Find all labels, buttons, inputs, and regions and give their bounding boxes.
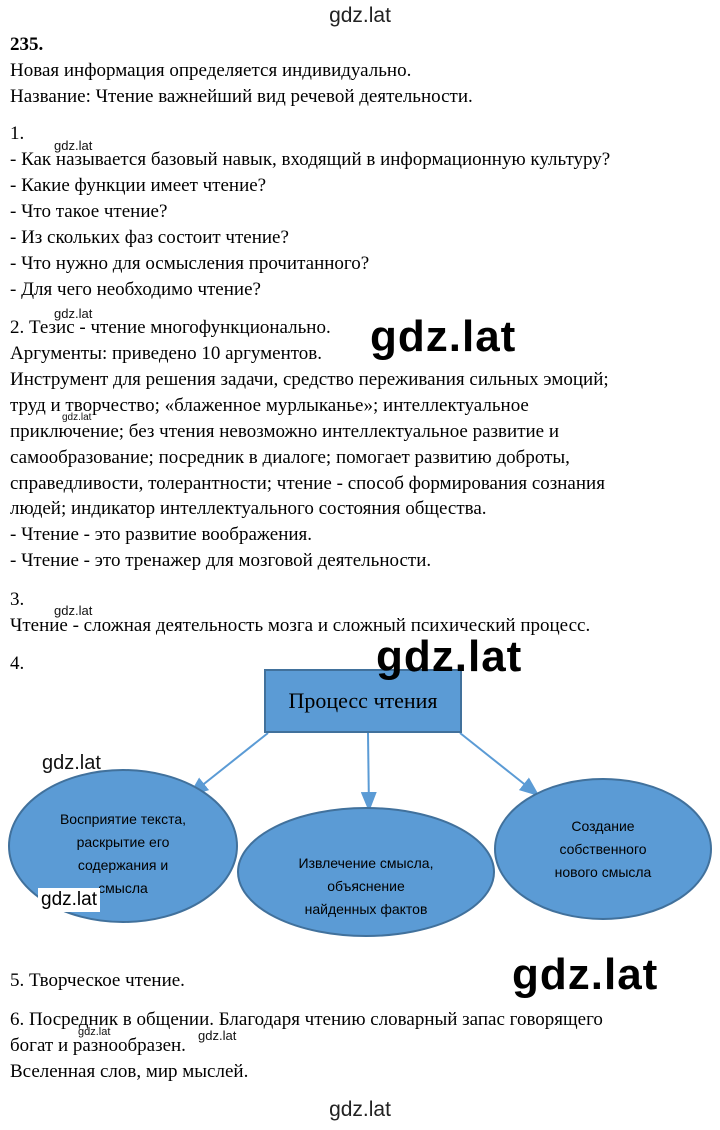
text-line: Название: Чтение важнейший вид речевой д… (10, 86, 473, 107)
text-line: Аргументы: приведено 10 аргументов. (10, 343, 323, 364)
node-right-ellipse (494, 778, 712, 920)
node-middle-line: найденных фактов (304, 901, 428, 917)
text-line: людей; индикатор интеллектуального состо… (10, 498, 487, 519)
node-middle-line: Извлечение смысла, (298, 855, 434, 871)
node-left-ellipse (8, 769, 238, 923)
watermark-medium: gdz.lat (42, 752, 101, 774)
text-line: Новая информация определяется индивидуал… (10, 60, 412, 81)
watermark-label: gdz.lat (38, 888, 100, 912)
watermark-bottom: gdz.lat (329, 1098, 391, 1121)
node-right-line: собственного (559, 841, 647, 857)
section-number: 4. (10, 653, 25, 674)
text-line: 2. Тезис - чтение многофункционально. (10, 317, 331, 338)
question-item: - Что такое чтение? (10, 201, 168, 222)
watermark-large: gdz.lat (370, 312, 517, 361)
node-middle-ellipse (237, 807, 495, 937)
text-line: богат и разнообразен. (10, 1035, 186, 1056)
text-line: самообразование; посредник в диалоге; по… (10, 447, 570, 468)
arrow-right (459, 732, 540, 797)
question-item: - Как называется базовый навык, входящий… (10, 149, 611, 170)
watermark-large: gdz.lat (376, 632, 523, 681)
question-item: - Какие функции имеет чтение? (10, 175, 267, 196)
node-right: Создание собственного нового смысла (523, 815, 683, 884)
text-line: справедливости, толерантности; чтение - … (10, 473, 605, 494)
node-left-line: Восприятие текста, (59, 811, 187, 827)
watermark-large: gdz.lat (512, 950, 659, 999)
watermark-small: gdz.lat (62, 412, 92, 423)
node-left-line: смысла (98, 880, 148, 896)
watermark-small: gdz.lat (54, 138, 93, 153)
diagram-title-box: Процесс чтения (264, 669, 462, 733)
arrow-middle (360, 732, 377, 812)
text-line: Чтение - сложная деятельность мозга и сл… (10, 615, 591, 636)
watermark-small: gdz.lat (198, 1028, 237, 1043)
question-item: - Что нужно для осмысления прочитанного? (10, 253, 370, 274)
arrow-left (188, 732, 269, 797)
watermark-small: gdz.lat (78, 1026, 111, 1038)
node-right-line: Создание (571, 818, 635, 834)
watermark-top: gdz.lat (329, 4, 391, 27)
text-line: приключение; без чтения невозможно интел… (10, 421, 560, 442)
text-line: - Чтение - это тренажер для мозговой дея… (10, 550, 432, 571)
text-line: труд и творчество; «блаженное мурлыканье… (10, 395, 529, 416)
text-line: 5. Творческое чтение. (10, 970, 185, 991)
question-item: - Для чего необходимо чтение? (10, 279, 261, 300)
diagram-title: Процесс чтения (288, 688, 438, 713)
section-number: 3. (10, 589, 25, 610)
exercise-number: 235. (10, 34, 44, 55)
text-line: - Чтение - это развитие воображения. (10, 524, 313, 545)
node-right-line: нового смысла (554, 864, 652, 880)
question-item: - Из скольких фаз состоит чтение? (10, 227, 289, 248)
section-number: 1. (10, 123, 25, 144)
text-line: Вселенная слов, мир мыслей. (10, 1061, 249, 1082)
text-line: 6. Посредник в общении. Благодаря чтению… (10, 1009, 603, 1030)
node-middle-line: объяснение (327, 878, 405, 894)
node-left: Восприятие текста, раскрытие его содержа… (30, 808, 216, 900)
node-left-line: содержания и (77, 857, 169, 873)
text-line: Инструмент для решения задачи, средство … (10, 369, 609, 390)
node-middle: Извлечение смысла, объяснение найденных … (266, 852, 466, 921)
watermark-small: gdz.lat (54, 306, 93, 321)
node-left-line: раскрытие его (76, 834, 170, 850)
watermark-small: gdz.lat (54, 603, 93, 618)
